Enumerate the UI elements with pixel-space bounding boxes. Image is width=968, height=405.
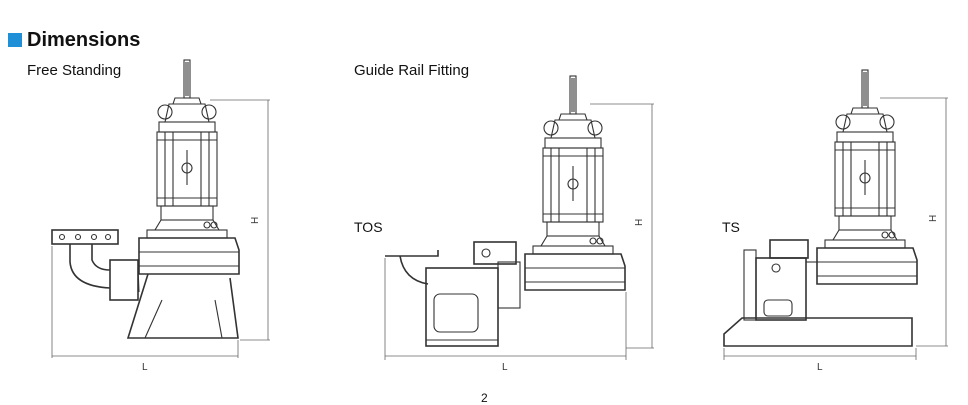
tos-h-label: H	[634, 219, 645, 226]
ts-drawing: H L	[723, 69, 948, 373]
section-marker	[8, 33, 22, 47]
free-standing-title: Free Standing	[27, 62, 122, 79]
guide-rail-title: Guide Rail Fitting	[354, 62, 470, 79]
free-standing-h-label: H	[250, 217, 261, 224]
ts-label: TS	[722, 219, 740, 235]
ts-h-label: H	[928, 215, 939, 222]
tos-drawing: H L	[384, 75, 654, 373]
page-number: 2	[481, 391, 488, 405]
free-standing-drawing: H L	[51, 59, 270, 373]
free-standing-l-label: L	[142, 362, 148, 373]
tos-l-label: L	[502, 362, 508, 373]
tos-label: TOS	[354, 219, 383, 235]
ts-l-label: L	[817, 362, 823, 373]
section-title: Dimensions	[27, 29, 141, 51]
